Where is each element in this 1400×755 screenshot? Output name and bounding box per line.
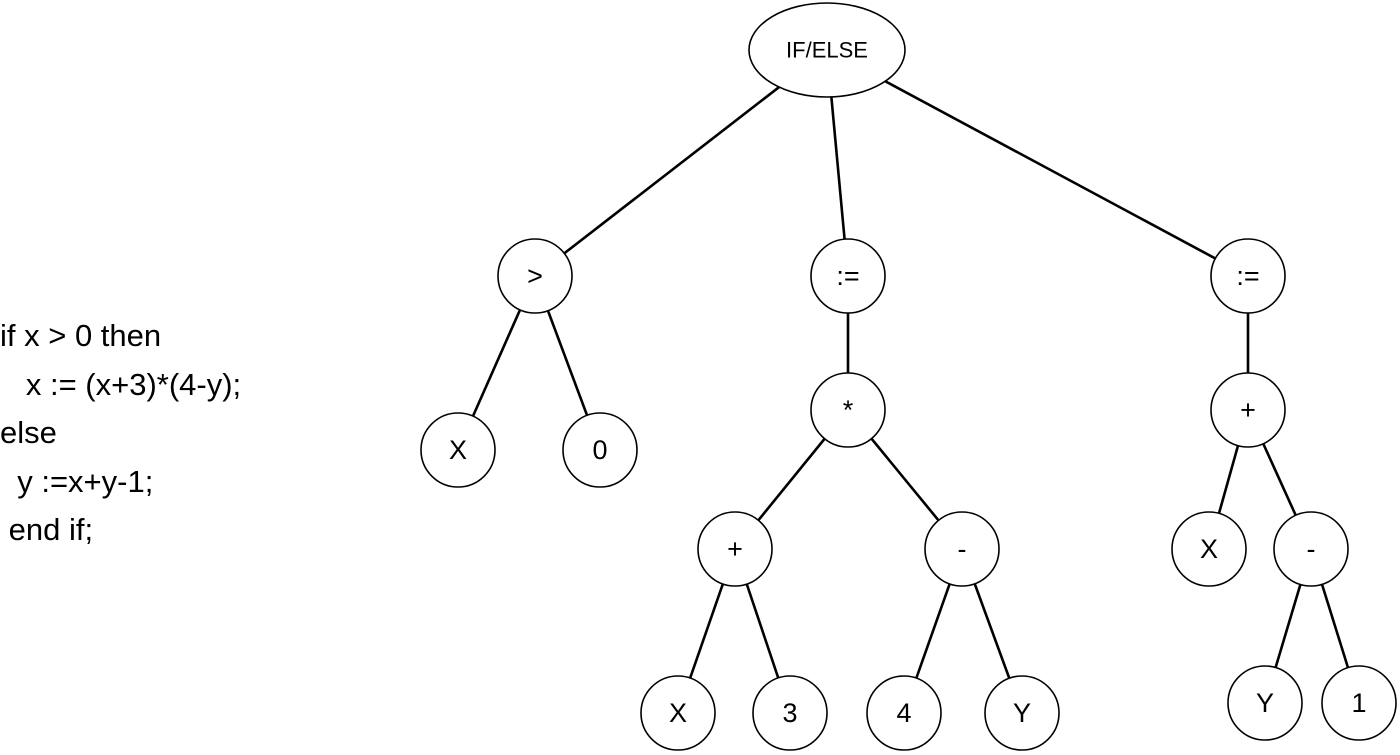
node-three: 3 [752,675,828,751]
node-label-minus2: - [1307,534,1316,564]
node-label-root: IF/ELSE [786,38,868,63]
node-shape-gt [497,238,573,314]
node-label-y2: Y [1256,688,1274,718]
node-shape-assign1 [810,238,886,314]
node-shape-minus1 [924,511,1000,587]
node-mul: * [810,372,886,448]
node-shape-minus2 [1273,511,1349,587]
node-minus1: - [924,511,1000,587]
node-x3: X [1171,511,1247,587]
node-assign1: := [810,238,886,314]
node-label-assign2: := [1236,261,1259,291]
node-shape-x1 [420,412,496,488]
node-x2: X [640,675,716,751]
node-y2: Y [1227,665,1303,741]
node-shape-assign2 [1210,238,1286,314]
node-x1: X [420,412,496,488]
node-shape-root [748,2,906,98]
node-label-four: 4 [896,698,911,728]
node-shape-one [1321,665,1397,741]
node-label-minus1: - [958,534,967,564]
node-zero: 0 [562,412,638,488]
node-label-y1: Y [1013,698,1031,728]
node-label-x2: X [669,698,687,728]
node-shape-mul [810,372,886,448]
code-line-if: if x > 0 then [0,318,162,353]
node-plus2: + [1210,372,1286,448]
node-shape-y2 [1227,665,1303,741]
node-shape-plus1 [697,511,773,587]
node-label-mul: * [843,395,854,425]
node-label-one: 1 [1351,688,1366,718]
node-shape-plus2 [1210,372,1286,448]
node-label-assign1: := [836,261,859,291]
tree-nodes: IF/ELSE > := := X 0 * + - X 3 4 Y + X - Y 1 [420,2,1397,751]
code-line-end-if: end if; [0,512,94,547]
node-label-plus1: + [727,534,743,564]
node-shape-zero [562,412,638,488]
edge-root-assign2 [826,48,1249,278]
node-shape-x2 [640,675,716,751]
node-label-three: 3 [782,698,797,728]
node-plus1: + [697,511,773,587]
node-label-x3: X [1200,534,1218,564]
code-line-else: else [0,415,57,450]
node-minus2: - [1273,511,1349,587]
node-shape-y1 [984,675,1060,751]
node-label-plus2: + [1240,395,1256,425]
node-y1: Y [984,675,1060,751]
code-line-assign-y: y :=x+y-1; [0,463,154,499]
node-gt: > [497,238,573,314]
node-four: 4 [866,675,942,751]
node-label-gt: > [527,261,543,291]
node-shape-x3 [1171,511,1247,587]
node-assign2: := [1210,238,1286,314]
source-code: if x > 0 then x := (x+3)*(4-y); else y :=… [0,312,241,555]
node-label-x1: X [449,435,467,465]
node-label-zero: 0 [592,435,607,465]
code-line-assign-x: x := (x+3)*(4-y); [0,366,242,402]
node-shape-three [752,675,828,751]
node-root: IF/ELSE [748,2,906,98]
edge-root-gt [534,48,828,278]
node-shape-four [866,675,942,751]
node-one: 1 [1321,665,1397,741]
